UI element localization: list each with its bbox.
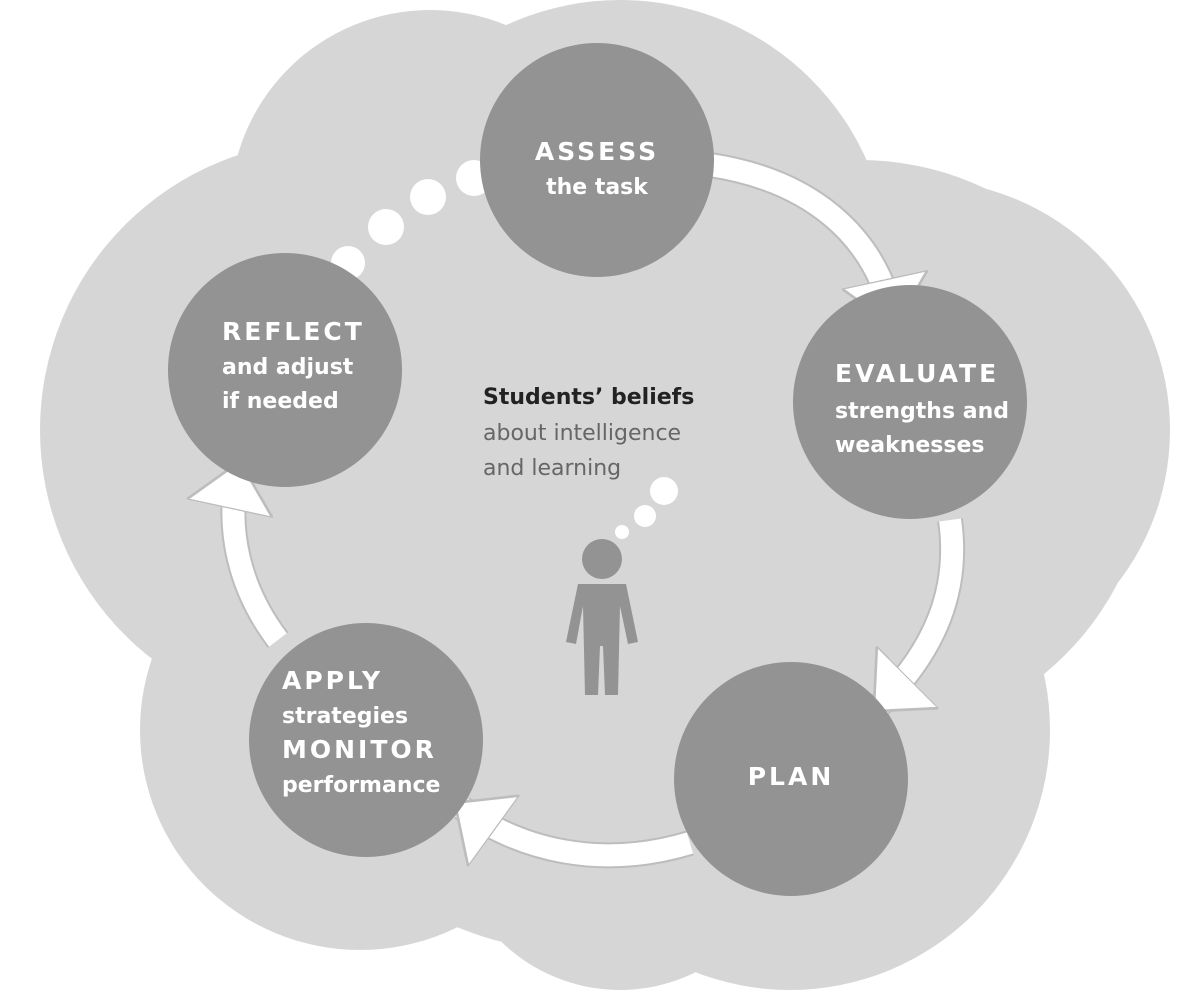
reflect-sub1: and adjust bbox=[222, 355, 354, 380]
evaluate-sub1: strengths and bbox=[835, 399, 1009, 424]
reflect-sub2: if needed bbox=[222, 389, 339, 414]
stage-evaluate: EVALUATE strengths and weaknesses bbox=[793, 285, 1027, 519]
stage-plan: PLAN bbox=[674, 662, 908, 896]
apply-sub: strategies bbox=[282, 704, 408, 729]
reflect-title: REFLECT bbox=[222, 317, 365, 346]
person-icon bbox=[566, 539, 638, 695]
assess-title: ASSESS bbox=[535, 137, 659, 166]
thought-bubbles bbox=[615, 477, 678, 539]
evaluate-sub2: weaknesses bbox=[835, 433, 985, 458]
center-line3: and learning bbox=[483, 456, 621, 481]
monitor-sub: performance bbox=[282, 773, 440, 798]
center-beliefs: Students’ beliefs about intelligence and… bbox=[483, 385, 694, 481]
stage-apply: APPLY strategies MONITOR performance bbox=[249, 623, 483, 857]
plan-title: PLAN bbox=[748, 762, 835, 791]
cycle-arrows bbox=[233, 152, 966, 869]
center-title: Students’ beliefs bbox=[483, 385, 694, 410]
stage-assess: ASSESS the task bbox=[480, 43, 714, 277]
evaluate-title: EVALUATE bbox=[835, 359, 999, 388]
monitor-title: MONITOR bbox=[282, 735, 437, 764]
apply-title: APPLY bbox=[282, 666, 383, 695]
stage-reflect: REFLECT and adjust if needed bbox=[168, 253, 402, 487]
assess-sub: the task bbox=[546, 175, 649, 200]
center-line2: about intelligence bbox=[483, 421, 681, 446]
